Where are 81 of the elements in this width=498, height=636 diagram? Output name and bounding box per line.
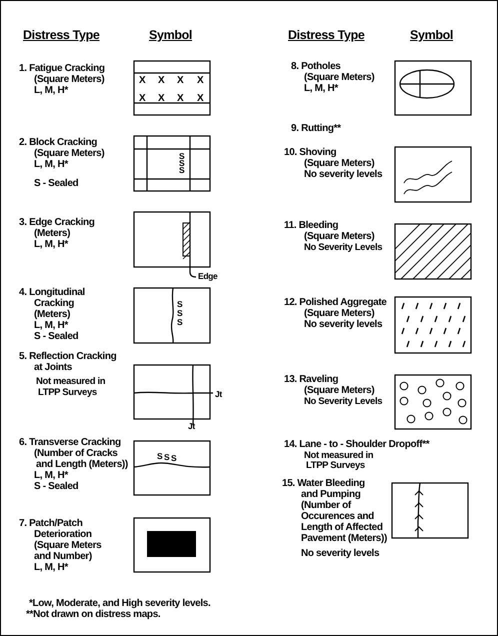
distress-name: 12. Polished Aggregate (284, 297, 387, 308)
unit-text: (Square Meters) (304, 231, 374, 242)
unit-text: (Meters) (34, 228, 70, 239)
distress-name: 4. Longitudinal (19, 287, 85, 298)
note-text: No Severity Levels (304, 396, 382, 407)
distress-name: 15. Water Bleeding (282, 478, 365, 489)
symbol-letter: X (139, 75, 146, 86)
unit-text: (Number of (301, 500, 351, 511)
distress-name: 9. Rutting** (291, 123, 341, 134)
note-text: No severity levels (301, 548, 380, 559)
unit-text: (Number of Cracks (34, 448, 118, 459)
symbol-letter: S (177, 317, 182, 328)
symbol-letter: S (164, 452, 170, 463)
distress-name: 5. Reflection Cracking (19, 351, 116, 362)
note-text: Not measured in (304, 450, 374, 461)
distress-name: 11. Bleeding (284, 220, 338, 231)
note-text: S - Sealed (34, 481, 78, 492)
distress-name: 10. Shoving (284, 147, 336, 158)
distress-name: and Pumping (301, 489, 360, 500)
note-text: No Severity Levels (304, 242, 382, 253)
note-text: S - Sealed (34, 178, 78, 189)
joint-label: Jt (215, 389, 222, 400)
distress-name: at Joints (34, 362, 72, 373)
symbol-letter: S (179, 158, 184, 168)
note-text: LTPP Surveys (306, 460, 365, 471)
unit-text: (Square Meters) (304, 158, 374, 169)
footnote: **Not drawn on distress maps. (26, 609, 160, 620)
symbol-letter: X (139, 93, 146, 104)
distress-name: 14. Lane - to - Shoulder Dropoff** (284, 439, 430, 450)
symbol-letter: X (197, 75, 204, 86)
symbol-letter: X (177, 75, 184, 86)
severity-text: L, M, H* (34, 239, 68, 250)
unit-text: (Square Meters (34, 540, 102, 551)
distress-name: 7. Patch/Patch (19, 518, 82, 529)
symbol-letter: S (177, 299, 182, 310)
severity-text: L, M, H* (34, 320, 68, 331)
note-text: LTPP Surveys (38, 387, 97, 398)
symbol-letter: S (177, 308, 182, 319)
note-text: Not measured in (36, 376, 106, 387)
unit-text: (Square Meters) (34, 148, 104, 159)
unit-text: (Square Meters) (304, 385, 374, 396)
column-header: Symbol (410, 28, 454, 42)
symbol-letter: X (158, 93, 164, 104)
unit-text: and Length (Meters)) (36, 459, 128, 470)
unit-text: Occurences and (301, 511, 374, 522)
column-header: Symbol (149, 28, 192, 42)
unit-text: (Square Meters) (304, 72, 374, 83)
unit-text: (Square Meters) (304, 308, 374, 319)
severity-text: L, M, H* (34, 562, 68, 573)
distress-name: 1. Fatigue Cracking (19, 63, 105, 74)
symbol-letter: S (171, 453, 176, 464)
distress-name: Deterioration (34, 529, 92, 540)
severity-text: L, M, H* (304, 83, 338, 94)
symbol-letter: X (197, 93, 204, 104)
unit-text: (Square Meters) (34, 74, 104, 85)
unit-text: Length of Affected (301, 522, 383, 533)
column-header: Distress Type (288, 28, 365, 42)
note-text: No severity levels (304, 319, 382, 330)
note-text: No severity levels (304, 169, 382, 180)
distress-name: 13. Raveling (284, 374, 338, 385)
distress-name: 8. Potholes (291, 61, 340, 72)
distress-name: Cracking (34, 298, 74, 309)
column-header: Distress Type (23, 28, 100, 42)
symbol-letter: X (177, 93, 184, 104)
severity-text: L, M, H* (34, 159, 68, 170)
symbol-letter: S (157, 451, 162, 462)
unit-text: (Meters) (34, 309, 70, 320)
severity-text: L, M, H* (34, 85, 68, 96)
distress-name: 3. Edge Cracking (19, 217, 95, 228)
symbol-letter: X (158, 75, 164, 86)
joint-label: Jt (188, 421, 195, 432)
note-text: S - Sealed (34, 331, 78, 342)
distress-name: 6. Transverse Cracking (19, 437, 121, 448)
callout-text: Edge (198, 271, 218, 282)
footnote: *Low, Moderate, and High severity levels. (29, 598, 210, 609)
severity-text: L, M, H* (34, 470, 68, 481)
distress-name: 2. Block Cracking (19, 137, 97, 148)
unit-text: and Number) (34, 551, 92, 562)
symbol-letter: S (179, 165, 184, 176)
symbol-letter: S (179, 151, 184, 161)
unit-text: Pavement (Meters)) (301, 533, 387, 544)
